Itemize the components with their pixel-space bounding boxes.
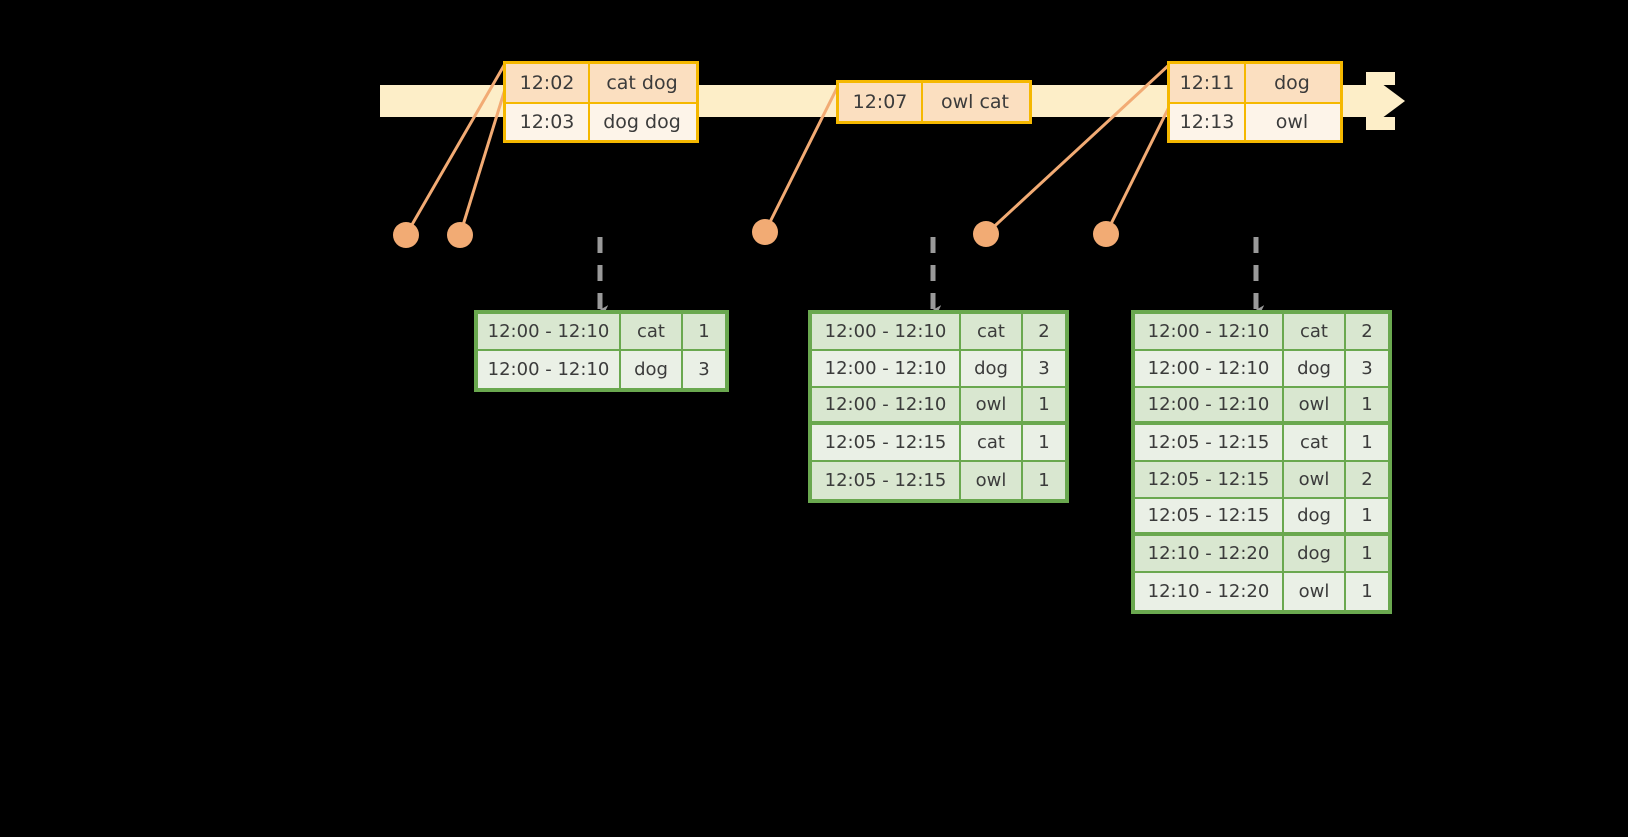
count-cell: 1 xyxy=(1361,581,1373,602)
event-time: 12:13 xyxy=(1170,104,1246,140)
window-cell: 12:10 - 12:20 xyxy=(1135,536,1284,573)
word-cell: cat xyxy=(1284,314,1346,351)
count-cell: 1 xyxy=(683,314,725,351)
event-row: 12:13 owl xyxy=(1170,102,1340,140)
event-dot-4 xyxy=(973,221,999,247)
event-dot-1 xyxy=(393,222,419,248)
word-cell: cat xyxy=(961,425,1023,462)
window-cell: 12:00 - 12:10 xyxy=(1135,351,1284,388)
word-cell: owl xyxy=(1284,573,1346,610)
event-row: 12:03 dog dog xyxy=(506,102,696,140)
word-cell: owl xyxy=(1284,462,1346,499)
word-cell: owl xyxy=(1284,388,1346,425)
window-cell: 12:05 - 12:15 xyxy=(1135,425,1284,462)
count-cell: 3 xyxy=(1346,351,1388,388)
event-words: cat dog xyxy=(606,72,678,94)
connector-line-1 xyxy=(404,61,508,236)
count-cell: 1 xyxy=(1346,499,1388,536)
event-time: 12:03 xyxy=(506,104,590,140)
event-words: owl cat xyxy=(940,91,1010,113)
event-dot-3 xyxy=(752,219,778,245)
word-cell: dog xyxy=(621,351,683,388)
word-cell: owl xyxy=(961,388,1023,425)
count-cell: 1 xyxy=(1346,388,1388,425)
window-cell: 12:05 - 12:15 xyxy=(1135,499,1284,536)
window-cell: 12:00 - 12:10 xyxy=(812,388,961,425)
event-dot-5 xyxy=(1093,221,1119,247)
window-cell: 12:00 - 12:10 xyxy=(812,351,961,388)
count-cell: 1 xyxy=(1023,388,1065,425)
word-cell: dog xyxy=(1284,351,1346,388)
dashed-arrows xyxy=(597,237,1265,315)
window-cell: 12:00 - 12:10 xyxy=(478,314,621,351)
connector-line-5 xyxy=(1104,104,1172,235)
connector-line-2 xyxy=(458,85,508,236)
count-cell: 3 xyxy=(1023,351,1065,388)
window-cell: 12:05 - 12:15 xyxy=(1135,462,1284,499)
word-cell: dog xyxy=(1284,536,1346,573)
event-dots xyxy=(393,219,1119,248)
event-time: 12:11 xyxy=(1170,64,1246,102)
window-cell: 12:00 - 12:10 xyxy=(1135,388,1284,425)
event-box-2: 12:07 owl cat xyxy=(836,80,1032,124)
event-words: dog dog xyxy=(603,111,681,133)
event-box-3: 12:11 dog 12:13 owl xyxy=(1167,61,1343,143)
word-cell: dog xyxy=(961,351,1023,388)
event-row: 12:07 owl cat xyxy=(839,83,1029,121)
count-cell: 2 xyxy=(1023,314,1065,351)
event-words: dog xyxy=(1274,72,1310,94)
event-box-1: 12:02 cat dog 12:03 dog dog xyxy=(503,61,699,143)
connector-line-3 xyxy=(763,85,840,233)
window-cell: 12:00 - 12:10 xyxy=(1135,314,1284,351)
word-cell: cat xyxy=(1284,425,1346,462)
count-cell: 1 xyxy=(1038,470,1050,491)
window-cell: 12:05 - 12:15 xyxy=(812,462,961,499)
count-cell: 3 xyxy=(698,359,710,380)
event-row: 12:02 cat dog xyxy=(506,64,696,102)
window-cell: 12:05 - 12:15 xyxy=(812,425,961,462)
count-cell: 1 xyxy=(1023,425,1065,462)
window-cell: 12:10 - 12:20 xyxy=(1135,573,1284,610)
window-cell: 12:00 - 12:10 xyxy=(812,314,961,351)
word-cell: cat xyxy=(961,314,1023,351)
event-time: 12:02 xyxy=(506,64,590,102)
event-dot-2 xyxy=(447,222,473,248)
event-time: 12:07 xyxy=(839,83,923,121)
count-cell: 1 xyxy=(1346,536,1388,573)
count-cell: 1 xyxy=(1346,425,1388,462)
window-cell: 12:00 - 12:10 xyxy=(478,351,621,388)
event-row: 12:11 dog xyxy=(1170,64,1340,102)
event-words: owl xyxy=(1275,111,1309,133)
word-cell: dog xyxy=(1284,499,1346,536)
count-cell: 2 xyxy=(1346,314,1388,351)
count-cell: 2 xyxy=(1346,462,1388,499)
word-cell: owl xyxy=(961,462,1023,499)
word-cell: cat xyxy=(621,314,683,351)
